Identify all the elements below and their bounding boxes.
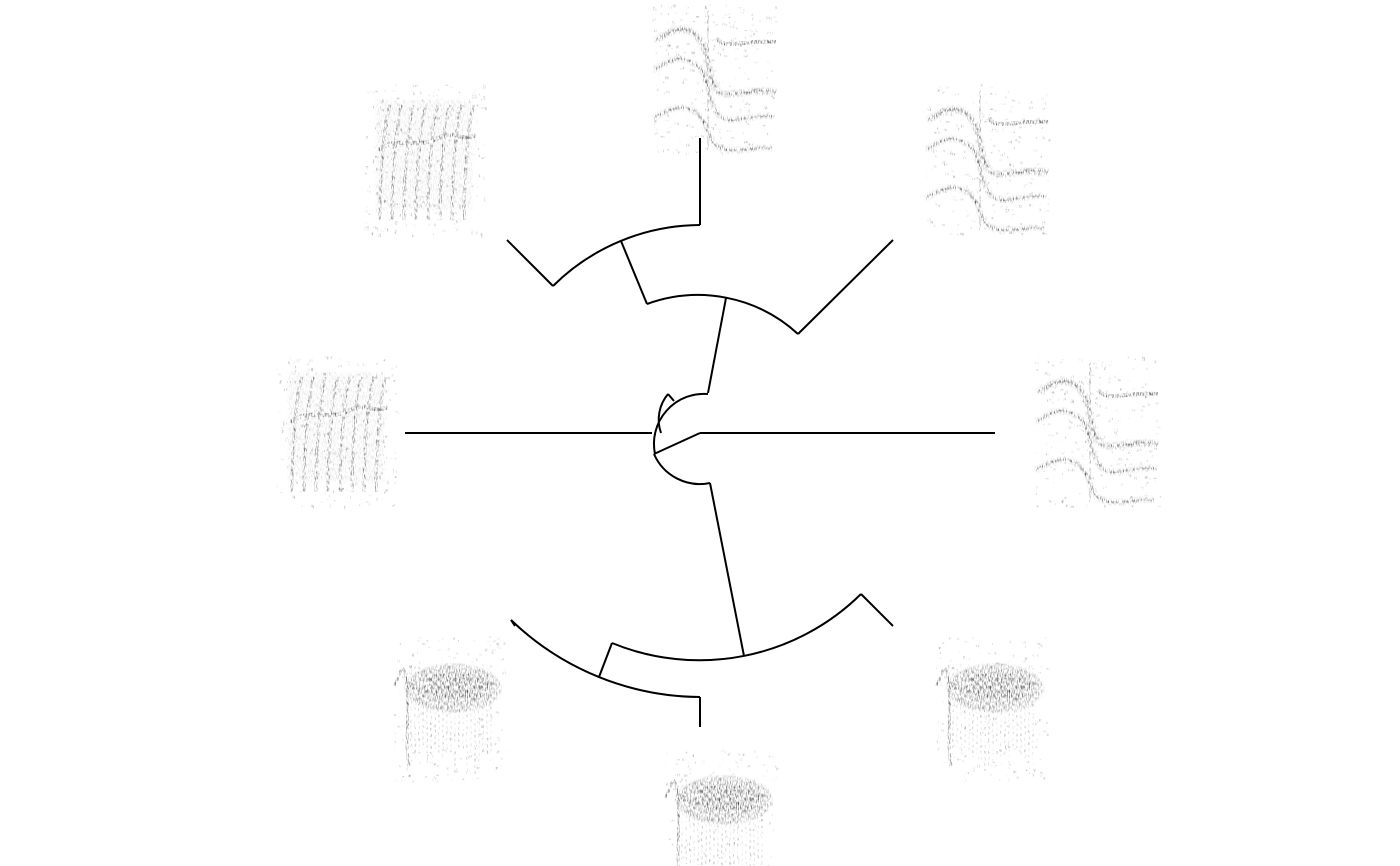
leaf-right-marks bbox=[1034, 356, 1162, 508]
branch-lower-stem bbox=[709, 482, 745, 657]
branch-root-arc-inner bbox=[653, 393, 711, 486]
branch-upper-outer-arc bbox=[552, 224, 701, 287]
branch-lower-inner-stem bbox=[598, 642, 613, 678]
branch-lower-right-leaf bbox=[860, 593, 894, 627]
leaf-spectrograms bbox=[276, 4, 1162, 866]
leaf-bottom-left-marks bbox=[393, 636, 508, 783]
leaf-bottom-right-marks bbox=[935, 636, 1050, 782]
spectrogram-leaf-top-right bbox=[924, 84, 1052, 236]
leaf-left-marks bbox=[276, 356, 399, 510]
spectrogram-leaf-bottom bbox=[664, 748, 779, 866]
branch-root-tick bbox=[667, 393, 675, 402]
branch-lower-left-tick bbox=[510, 619, 516, 627]
spectrogram-leaf-bottom-right bbox=[935, 636, 1050, 782]
branch-upper-left-leaf bbox=[506, 239, 554, 287]
leaf-bottom-marks bbox=[664, 748, 779, 866]
spectrogram-leaf-left bbox=[276, 356, 399, 510]
tree-branches bbox=[405, 138, 995, 727]
branch-lower-outer-arc bbox=[510, 619, 701, 698]
branch-upper-inner-stem bbox=[620, 240, 648, 305]
spectrogram-leaf-top bbox=[652, 4, 778, 156]
branch-root-arc-outer bbox=[652, 392, 709, 455]
spectrogram-leaf-right bbox=[1034, 356, 1162, 508]
leaf-top-left-marks bbox=[364, 84, 487, 238]
spectrogram-leaf-bottom-left bbox=[393, 636, 508, 783]
branch-lower-arc bbox=[611, 593, 862, 662]
spectrogram-leaf-top-left bbox=[364, 84, 487, 238]
branch-upper-right-leaf bbox=[797, 239, 894, 335]
leaf-top-right-marks bbox=[924, 84, 1052, 236]
branch-upper-stem bbox=[707, 297, 727, 394]
branch-upper-arc bbox=[646, 293, 799, 335]
leaf-top-marks bbox=[652, 4, 778, 156]
branch-root-right bbox=[653, 432, 995, 455]
